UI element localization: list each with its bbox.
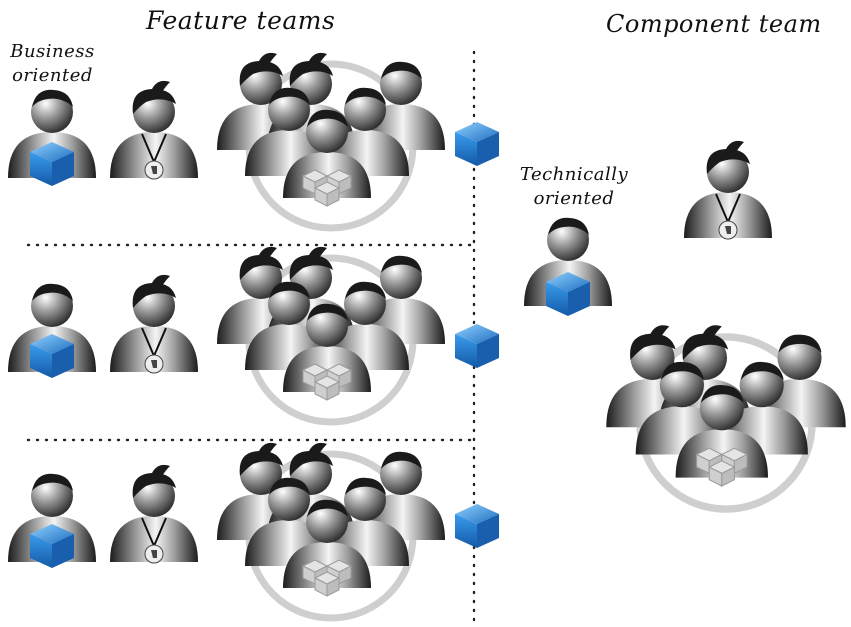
technically-oriented-label: Technically oriented (516, 163, 632, 211)
blue-cube-icon (455, 324, 499, 368)
business-label-line1: Business (10, 41, 95, 62)
technical-person-icon (524, 217, 612, 316)
feature-team-row-2 (8, 247, 499, 422)
feature-team-row-1 (8, 53, 499, 228)
technical-label-line2: oriented (533, 188, 615, 209)
business-person-icon (8, 473, 96, 568)
lanyard-person-icon (110, 464, 198, 564)
team-group-icon (217, 443, 445, 618)
lanyard-person-icon (110, 274, 198, 374)
team-group-icon (217, 53, 445, 228)
technical-label-line1: Technically (519, 164, 629, 185)
lanyard-person-icon (110, 80, 198, 180)
team-group-icon (217, 247, 445, 422)
component-team-group-icon (606, 325, 845, 509)
business-oriented-label: Business oriented (10, 40, 95, 88)
feature-team-row-3 (8, 443, 499, 618)
business-label-line2: oriented (12, 65, 93, 86)
component-team (524, 140, 846, 509)
component-team-title: Component team (606, 10, 822, 38)
blue-cube-icon (455, 504, 499, 548)
business-person-icon (8, 283, 96, 378)
blue-cube-icon (455, 122, 499, 166)
business-person-icon (8, 89, 96, 186)
feature-teams-title: Feature teams (146, 6, 336, 35)
lanyard-person-icon (684, 140, 772, 240)
